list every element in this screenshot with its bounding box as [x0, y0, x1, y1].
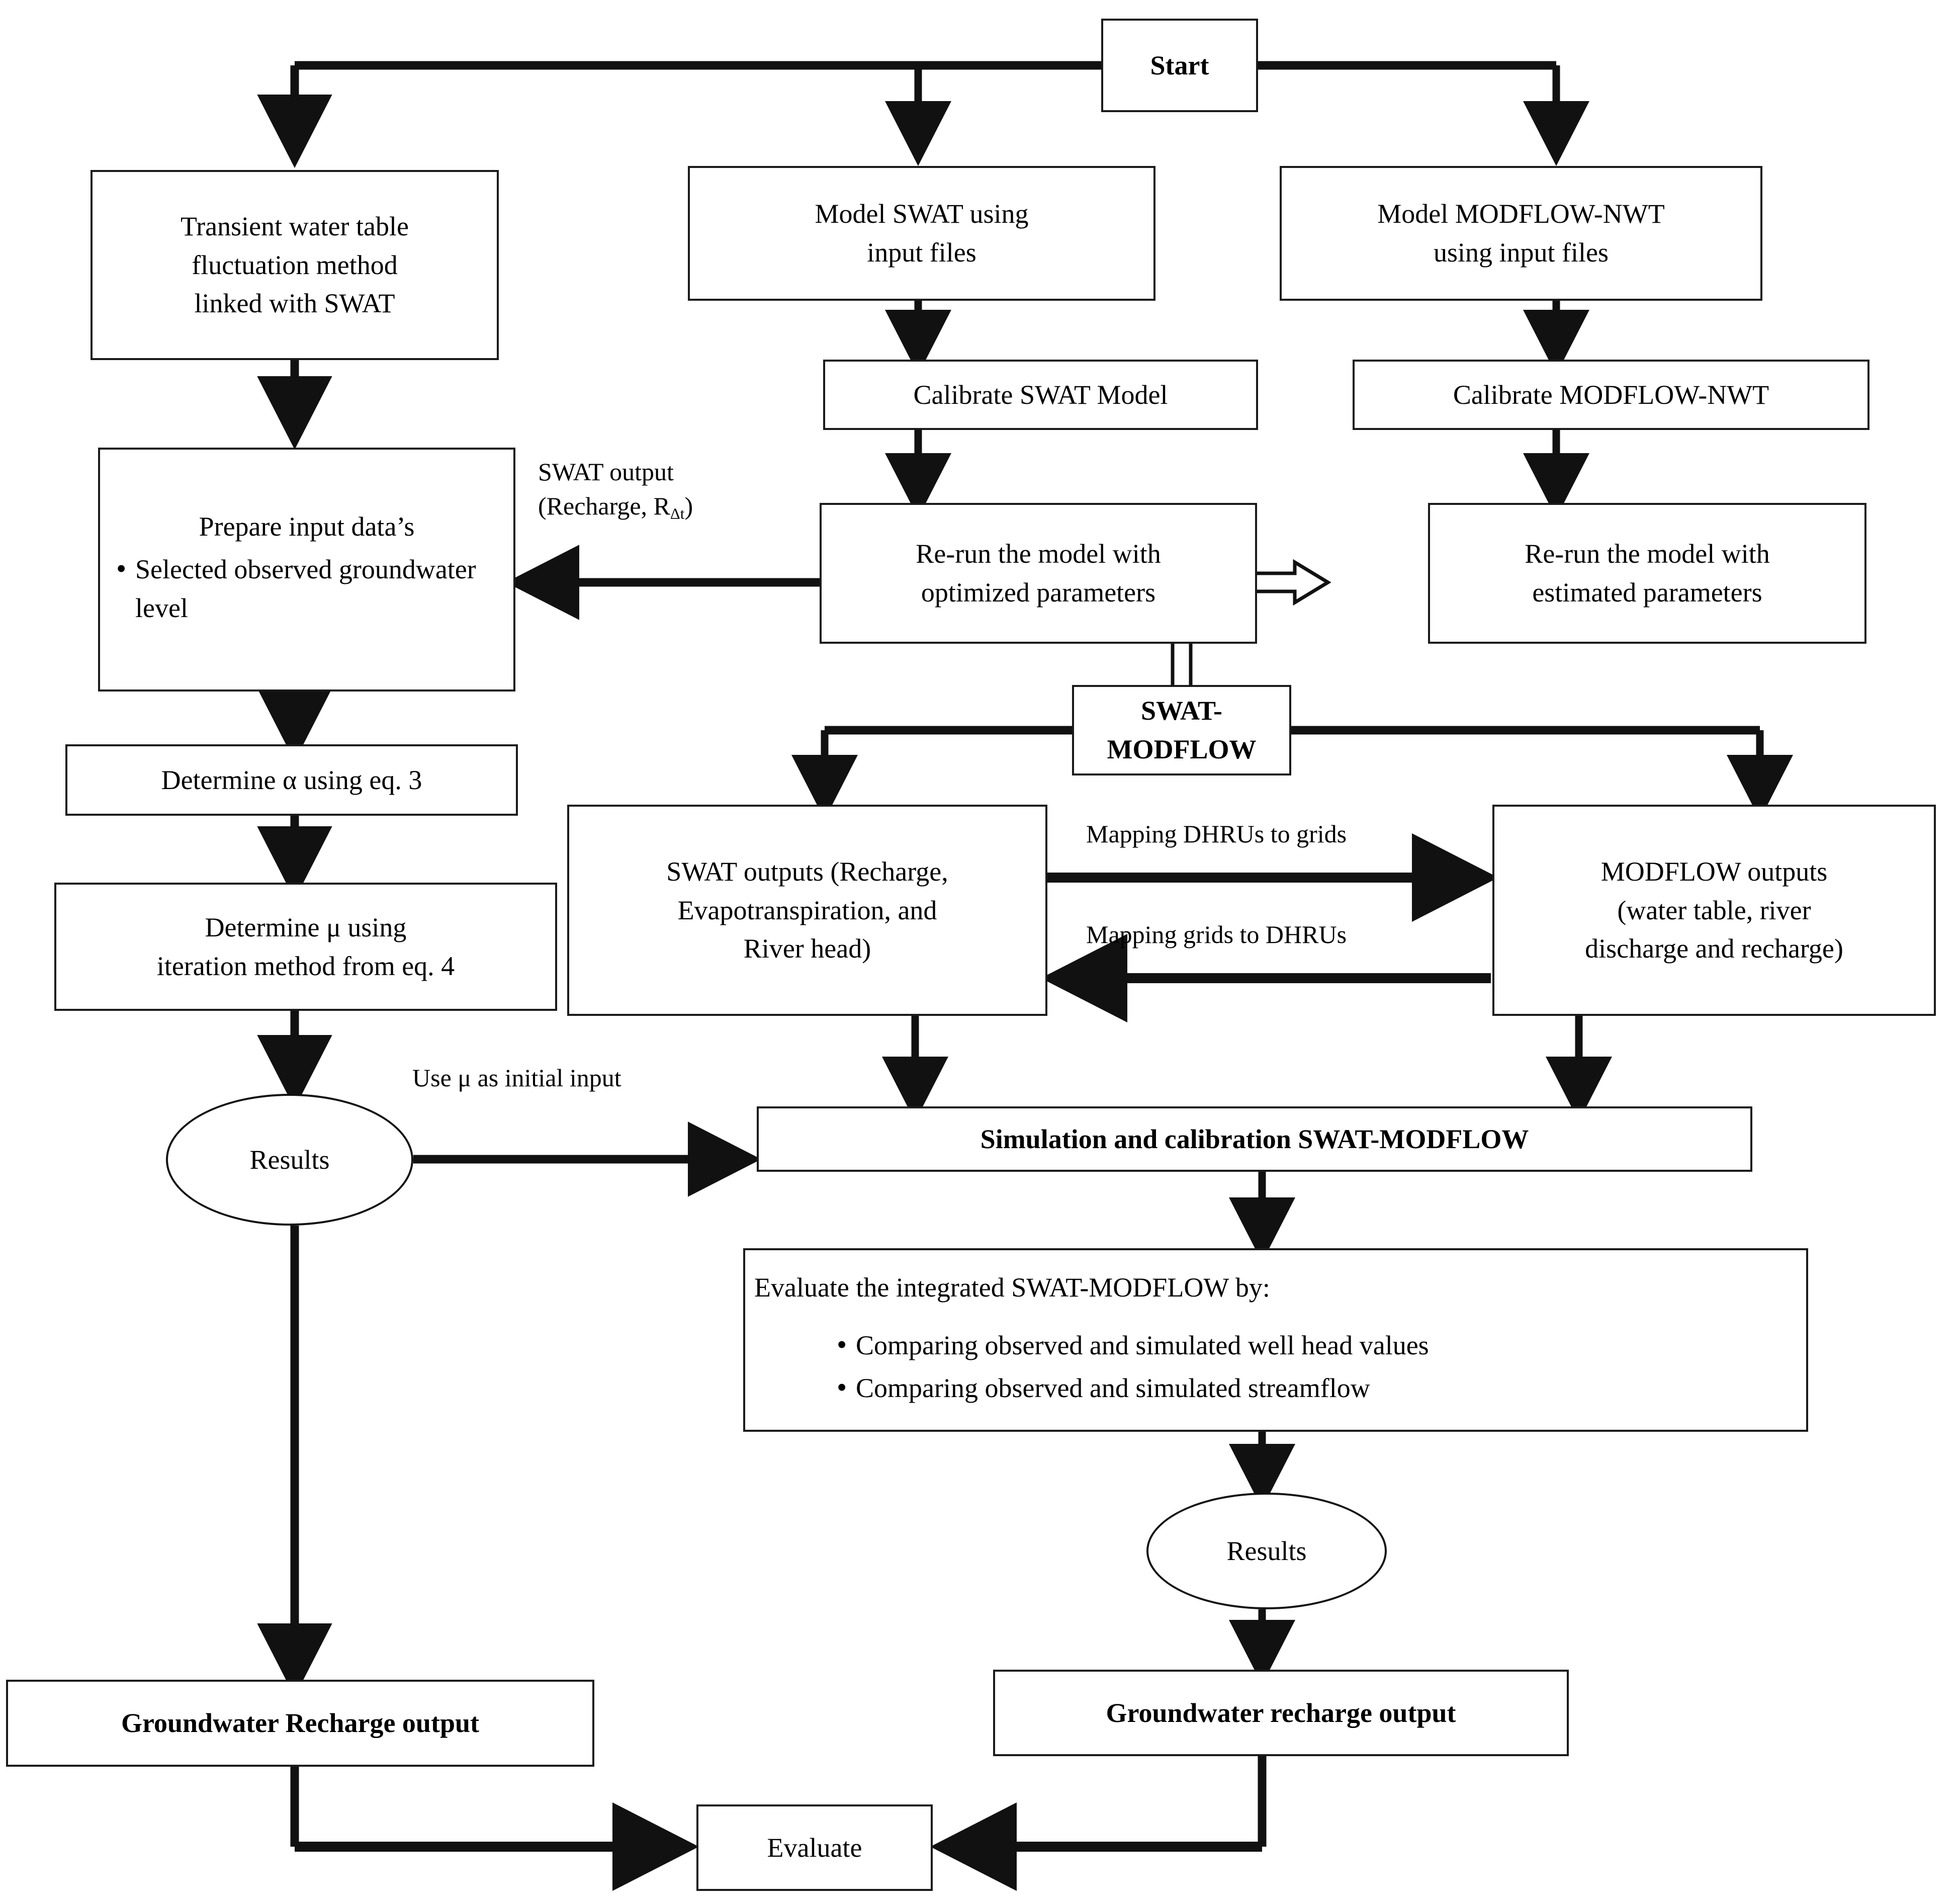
node-evaluate[interactable]: Evaluate	[696, 1804, 933, 1891]
list-item: Comparing observed and simulated well he…	[830, 1324, 1873, 1365]
node-modflow-outputs-line2: (water table, river	[1617, 895, 1811, 925]
node-model-swat-line2: input files	[867, 237, 976, 268]
node-determine-alpha-label: Determine α using eq. 3	[161, 764, 422, 795]
node-swat-outputs-line2: Evapotranspiration, and	[677, 895, 937, 925]
node-calibrate-swat-label: Calibrate SWAT Model	[913, 379, 1168, 410]
node-simulation-label: Simulation and calibration SWAT-MODFLOW	[980, 1124, 1529, 1154]
node-model-modflow-line1: Model MODFLOW-NWT	[1377, 199, 1665, 229]
node-rerun-optimized-parameters[interactable]: Re-run the model with optimized paramete…	[820, 503, 1257, 644]
edge-label-swat-output-line2: (Recharge, RΔt)	[538, 489, 693, 525]
node-prepare-header: Prepare input data’s	[199, 511, 415, 542]
node-modflow-outputs-line1: MODFLOW outputs	[1600, 856, 1828, 887]
node-modflow-outputs[interactable]: MODFLOW outputs (water table, river disc…	[1492, 805, 1936, 1016]
node-swat-outputs-line1: SWAT outputs (Recharge,	[666, 856, 948, 887]
node-results-left-label: Results	[249, 1145, 330, 1175]
edge-label-mapping-dhrus-to-grids: Mapping DHRUs to grids	[1086, 820, 1347, 848]
node-model-swat-line1: Model SWAT using	[815, 199, 1029, 229]
node-determine-mu[interactable]: Determine μ using iteration method from …	[54, 883, 557, 1011]
node-model-swat[interactable]: Model SWAT using input files	[688, 166, 1155, 301]
node-groundwater-recharge-output-right[interactable]: Groundwater recharge output	[993, 1670, 1569, 1756]
node-evaluate-label: Evaluate	[767, 1832, 862, 1863]
node-rerun-est-line2: estimated parameters	[1532, 577, 1762, 608]
list-item: Comparing observed and simulated streamf…	[830, 1367, 1873, 1408]
node-transient-line3: linked with SWAT	[194, 288, 395, 319]
node-model-modflow-line2: using input files	[1434, 237, 1609, 268]
node-swat-modflow[interactable]: SWAT-MODFLOW	[1072, 685, 1291, 775]
node-simulation-and-calibration[interactable]: Simulation and calibration SWAT-MODFLOW	[757, 1106, 1752, 1172]
node-swat-outputs-line3: River head)	[743, 933, 871, 964]
node-rerun-est-line1: Re-run the model with	[1525, 539, 1770, 569]
node-swat-outputs[interactable]: SWAT outputs (Recharge, Evapotranspirati…	[567, 805, 1047, 1016]
edge-label-swat-output: SWAT output (Recharge, RΔt)	[538, 455, 693, 524]
node-start[interactable]: Start	[1101, 19, 1258, 112]
node-evaluate-integrated-bullet-list: Comparing observed and simulated well he…	[754, 1322, 1873, 1411]
node-prepare-bullet-list: Selected observed groundwater level	[109, 546, 504, 631]
node-modflow-outputs-line3: discharge and recharge)	[1585, 933, 1843, 964]
swat-output-prefix: (Recharge, R	[538, 491, 670, 520]
edge-label-use-mu-as-initial-input: Use μ as initial input	[412, 1064, 621, 1092]
node-rerun-estimated-parameters[interactable]: Re-run the model with estimated paramete…	[1428, 503, 1866, 644]
node-evaluate-integrated-header: Evaluate the integrated SWAT-MODFLOW by:	[754, 1272, 1270, 1303]
node-calibrate-swat-model[interactable]: Calibrate SWAT Model	[823, 360, 1258, 430]
node-transient-line1: Transient water table	[181, 211, 409, 241]
node-prepare-input-data[interactable]: Prepare input data’s Selected observed g…	[98, 448, 515, 692]
node-transient-line2: fluctuation method	[192, 249, 398, 280]
node-determine-mu-line2: iteration method from eq. 4	[156, 950, 455, 981]
node-results-right[interactable]: Results	[1146, 1493, 1387, 1609]
node-results-right-label: Results	[1226, 1536, 1307, 1566]
node-start-label: Start	[1150, 50, 1209, 80]
node-gw-right-label: Groundwater recharge output	[1106, 1697, 1456, 1728]
node-calibrate-modflow-nwt[interactable]: Calibrate MODFLOW-NWT	[1353, 360, 1869, 430]
node-transient-water-table[interactable]: Transient water table fluctuation method…	[91, 170, 499, 360]
swat-output-subscript: Δt	[670, 504, 685, 523]
node-groundwater-recharge-output-left[interactable]: Groundwater Recharge output	[6, 1680, 594, 1767]
node-rerun-opt-line2: optimized parameters	[921, 577, 1156, 608]
node-determine-alpha[interactable]: Determine α using eq. 3	[65, 744, 518, 816]
edge-label-mapping-grids-to-dhrus: Mapping grids to DHRUs	[1086, 920, 1347, 948]
swat-output-suffix: )	[684, 491, 693, 520]
list-item: Selected observed groundwater level	[109, 548, 504, 627]
node-gw-left-label: Groundwater Recharge output	[121, 1708, 479, 1739]
node-rerun-opt-line1: Re-run the model with	[916, 539, 1161, 569]
node-determine-mu-line1: Determine μ using	[205, 912, 407, 942]
node-swat-modflow-label: SWAT-MODFLOW	[1107, 696, 1257, 764]
node-results-left[interactable]: Results	[166, 1094, 413, 1226]
node-evaluate-integrated[interactable]: Evaluate the integrated SWAT-MODFLOW by:…	[743, 1248, 1808, 1432]
edge-label-swat-output-line1: SWAT output	[538, 458, 674, 486]
node-model-modflow-nwt[interactable]: Model MODFLOW-NWT using input files	[1280, 166, 1762, 301]
node-calibrate-modflow-label: Calibrate MODFLOW-NWT	[1453, 379, 1769, 410]
